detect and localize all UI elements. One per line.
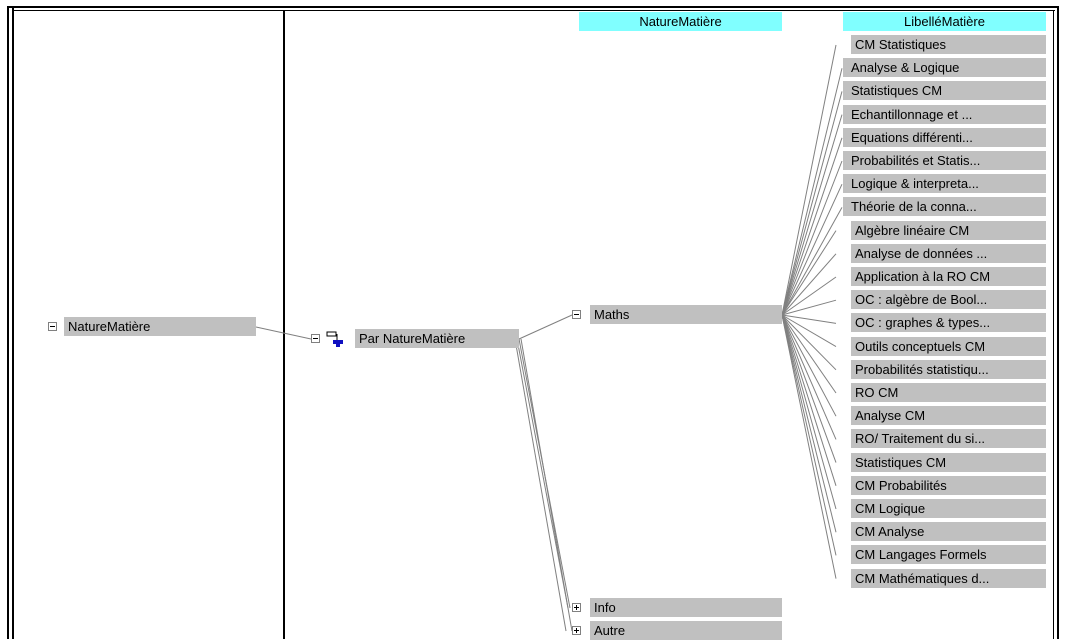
leaf-item[interactable]: RO CM <box>851 383 1046 402</box>
link-group-maths <box>518 314 573 340</box>
sort-group-icon <box>325 329 345 349</box>
category-maths[interactable]: Maths <box>590 305 782 324</box>
link-maths-leaf <box>781 314 837 510</box>
top-border <box>7 6 1059 8</box>
link-maths-leaf <box>781 183 843 316</box>
leaf-item[interactable]: CM Logique <box>851 499 1046 518</box>
root-collapse-toggle[interactable] <box>48 322 57 331</box>
leaf-item[interactable]: CM Langages Formels <box>851 545 1046 564</box>
leaf-item[interactable]: Algèbre linéaire CM <box>851 221 1046 240</box>
group-node[interactable]: Par NatureMatière <box>355 329 519 348</box>
link-maths-leaf <box>781 314 837 440</box>
link-maths-leaf <box>781 314 837 463</box>
leaf-item[interactable]: CM Probabilités <box>851 476 1046 495</box>
leaf-item[interactable]: CM Statistiques <box>851 35 1046 54</box>
link-maths-leaf <box>781 253 837 316</box>
link-maths-leaf <box>781 91 843 316</box>
link-maths-leaf <box>781 314 837 486</box>
link-group-autre-2 <box>514 338 567 632</box>
leaf-item[interactable]: CM Mathématiques d... <box>851 569 1046 588</box>
link-maths-leaf <box>781 314 837 417</box>
column-header-nature[interactable]: NatureMatière <box>579 12 782 31</box>
root-node[interactable]: NatureMatière <box>64 317 256 336</box>
leaf-item[interactable]: Statistiques CM <box>851 453 1046 472</box>
link-maths-leaf <box>781 314 837 348</box>
leaf-item[interactable]: RO/ Traitement du si... <box>851 429 1046 448</box>
category-autre[interactable]: Autre <box>590 621 782 640</box>
category-info[interactable]: Info <box>590 598 782 617</box>
link-maths-leaf <box>781 137 843 316</box>
category-info-toggle[interactable] <box>572 603 581 612</box>
link-maths-leaf <box>781 299 837 316</box>
link-maths-leaf <box>781 314 837 324</box>
leaf-item[interactable]: Analyse & Logique <box>843 58 1046 77</box>
link-maths-leaf <box>781 314 837 371</box>
link-maths-leaf <box>781 314 837 533</box>
column-header-libelle[interactable]: LibelléMatière <box>843 12 1046 31</box>
leaf-item[interactable]: Probabilités statistiqu... <box>851 360 1046 379</box>
link-maths-leaf <box>781 314 837 579</box>
leaf-item[interactable]: Equations différenti... <box>843 128 1046 147</box>
link-root-group <box>255 326 312 340</box>
link-maths-leaf <box>781 160 843 316</box>
leaf-item[interactable]: Echantillonnage et ... <box>843 105 1046 124</box>
leaf-item[interactable]: OC : graphes & types... <box>851 313 1046 332</box>
link-maths-leaf <box>781 114 843 316</box>
link-maths-leaf <box>781 314 837 394</box>
top-border-inner <box>12 10 1055 11</box>
leaf-item[interactable]: OC : algèbre de Bool... <box>851 290 1046 309</box>
leaf-item[interactable]: Analyse CM <box>851 406 1046 425</box>
group-collapse-toggle[interactable] <box>311 334 320 343</box>
leaf-item[interactable]: Logique & interpreta... <box>843 174 1046 193</box>
link-maths-leaf <box>781 314 837 556</box>
leaf-item[interactable]: CM Analyse <box>851 522 1046 541</box>
right-border-outer <box>1057 6 1059 639</box>
link-maths-leaf <box>781 68 843 316</box>
leaf-item[interactable]: Application à la RO CM <box>851 267 1046 286</box>
leaf-item[interactable]: Probabilités et Statis... <box>843 151 1046 170</box>
link-maths-leaf <box>781 230 837 316</box>
leaf-item[interactable]: Statistiques CM <box>843 81 1046 100</box>
category-maths-toggle[interactable] <box>572 310 581 319</box>
link-group-info-2 <box>516 338 569 609</box>
leaf-item[interactable]: Outils conceptuels CM <box>851 337 1046 356</box>
link-maths-leaf <box>781 44 837 316</box>
link-maths-leaf <box>781 276 837 316</box>
left-border-inner <box>12 6 14 639</box>
category-autre-toggle[interactable] <box>572 626 581 635</box>
leaf-item[interactable]: Analyse de données ... <box>851 244 1046 263</box>
leaf-item[interactable]: Théorie de la conna... <box>843 197 1046 216</box>
pane-divider[interactable] <box>283 10 285 639</box>
link-maths-leaf <box>781 207 843 316</box>
right-border-inner <box>1053 10 1054 639</box>
left-border-outer <box>7 6 9 639</box>
